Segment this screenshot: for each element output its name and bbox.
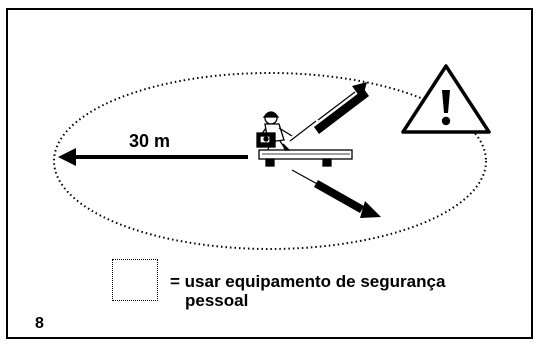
- warning-triangle-icon: [401, 64, 491, 134]
- debris-arrow-down: [291, 169, 381, 218]
- figure-number: 8: [35, 315, 44, 332]
- distance-label: 30 m: [129, 131, 171, 151]
- debris-arrow-up: [289, 82, 369, 142]
- legend-text: = usar equipamento de segurança pessoal: [170, 272, 445, 310]
- figure-frame: [6, 8, 533, 339]
- safety-zone-ellipse: [53, 72, 487, 250]
- legend-line-2: pessoal: [185, 291, 249, 310]
- distance-arrow: [58, 148, 248, 166]
- legend-dotted-box: [112, 259, 158, 301]
- operator-with-machine-icon: [256, 111, 353, 167]
- legend-line-1: = usar equipamento de segurança: [170, 272, 446, 291]
